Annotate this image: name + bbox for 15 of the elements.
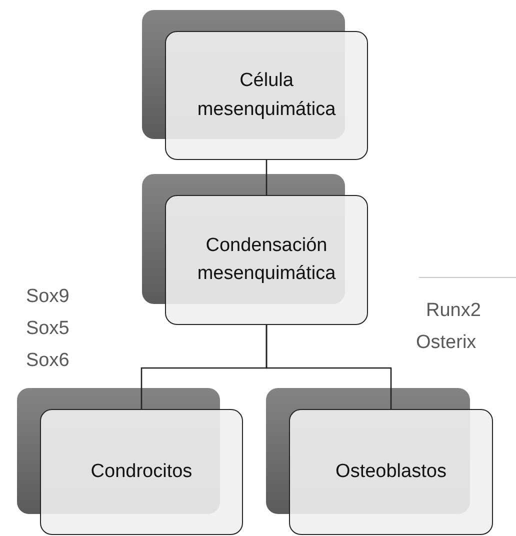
gene-label: Runx2 (426, 299, 481, 323)
box-text: Osteoblastos (336, 460, 446, 484)
box-text: Condensación mesenquimática (196, 234, 337, 286)
connector-line (266, 160, 268, 195)
gene-label: Sox5 (26, 317, 70, 341)
connector-line (266, 325, 392, 409)
process-box (40, 409, 243, 535)
process-box (165, 195, 368, 325)
process-box (289, 409, 493, 535)
gene-label: Sox9 (26, 285, 70, 309)
gene-label: Osterix (416, 331, 476, 355)
box-text: Célula mesenquimática (196, 69, 337, 122)
process-box (165, 31, 368, 160)
gene-label: Sox6 (26, 349, 70, 373)
box-text: Condrocitos (90, 460, 192, 484)
